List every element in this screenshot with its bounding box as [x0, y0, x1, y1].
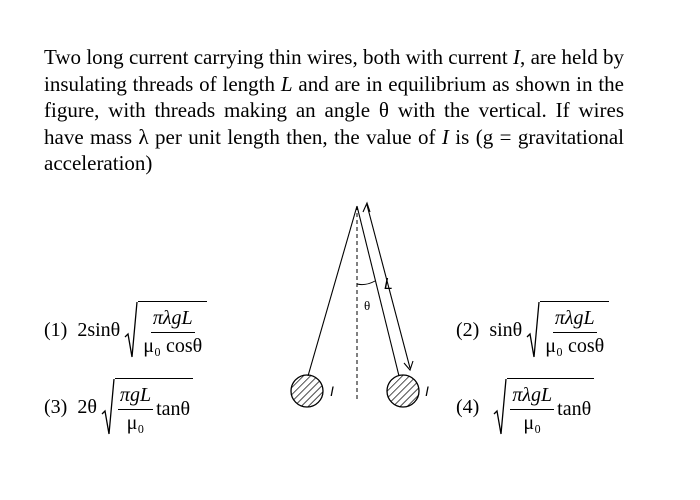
option-4[interactable]: (4) πλgL μ₀ tanθ: [456, 378, 595, 436]
arrowhead-bottom: [403, 360, 414, 372]
variable-length: L: [280, 71, 293, 96]
right-current-label: I: [425, 383, 429, 399]
left-current-label: I: [330, 383, 334, 399]
variable-current-2: I: [441, 124, 449, 149]
length-label: L: [384, 276, 393, 293]
denominator: μ₀ cosθ: [545, 334, 605, 357]
radical-sign: [526, 301, 540, 358]
option-2[interactable]: (2) sinθ πλgL μ₀ cosθ: [456, 301, 612, 359]
option-1[interactable]: (1) 2sinθ πλgL μ₀ cosθ: [44, 301, 210, 359]
option-number: (3): [44, 395, 68, 418]
left-wire: [290, 374, 324, 408]
square-root: πλgL μ₀ cosθ: [526, 301, 610, 359]
arrowhead-top: [362, 201, 371, 213]
numerator: πλgL: [510, 384, 555, 410]
right-thread: [356, 205, 400, 377]
denominator: μ₀ cosθ: [143, 334, 203, 357]
option-prefix: 2θ: [77, 395, 97, 418]
square-root: πgL μ₀ tanθ: [101, 378, 194, 436]
option-suffix: tanθ: [156, 397, 191, 420]
radical-sign: [101, 378, 115, 435]
radical-sign: [493, 378, 507, 435]
option-suffix: tanθ: [557, 397, 592, 420]
question-part-1: Two long current carrying thin wires, bo…: [44, 45, 514, 69]
numerator: πgL: [117, 384, 154, 410]
left-thread: [307, 205, 358, 377]
option-number: (4): [456, 395, 480, 418]
denominator: μ₀: [126, 411, 145, 434]
option-3[interactable]: (3) 2θ πgL μ₀ tanθ: [44, 378, 194, 436]
right-wire: [386, 374, 420, 408]
option-number: (1): [44, 318, 68, 341]
question-text: Two long current carrying thin wires, bo…: [44, 44, 624, 177]
square-root: πλgL μ₀ tanθ: [493, 378, 595, 436]
length-dimension-line: [366, 204, 411, 369]
option-number: (2): [456, 318, 480, 341]
square-root: πλgL μ₀ cosθ: [124, 301, 208, 359]
angle-arc: [356, 280, 376, 286]
radical-sign: [124, 301, 138, 358]
option-prefix: sinθ: [489, 318, 523, 341]
variable-current: I: [513, 45, 521, 69]
numerator: πλgL: [150, 307, 195, 333]
question-part-4: is (g = gravitational acceleration): [44, 124, 624, 176]
question-part-3: and are in equilibrium as shown in the f…: [44, 71, 624, 149]
numerator: πλgL: [552, 307, 597, 333]
theta-label: θ: [364, 298, 370, 313]
question-part-2: , are held by insulating threads of leng…: [44, 45, 624, 96]
option-prefix: 2sinθ: [77, 318, 121, 341]
denominator: μ₀: [523, 411, 542, 434]
